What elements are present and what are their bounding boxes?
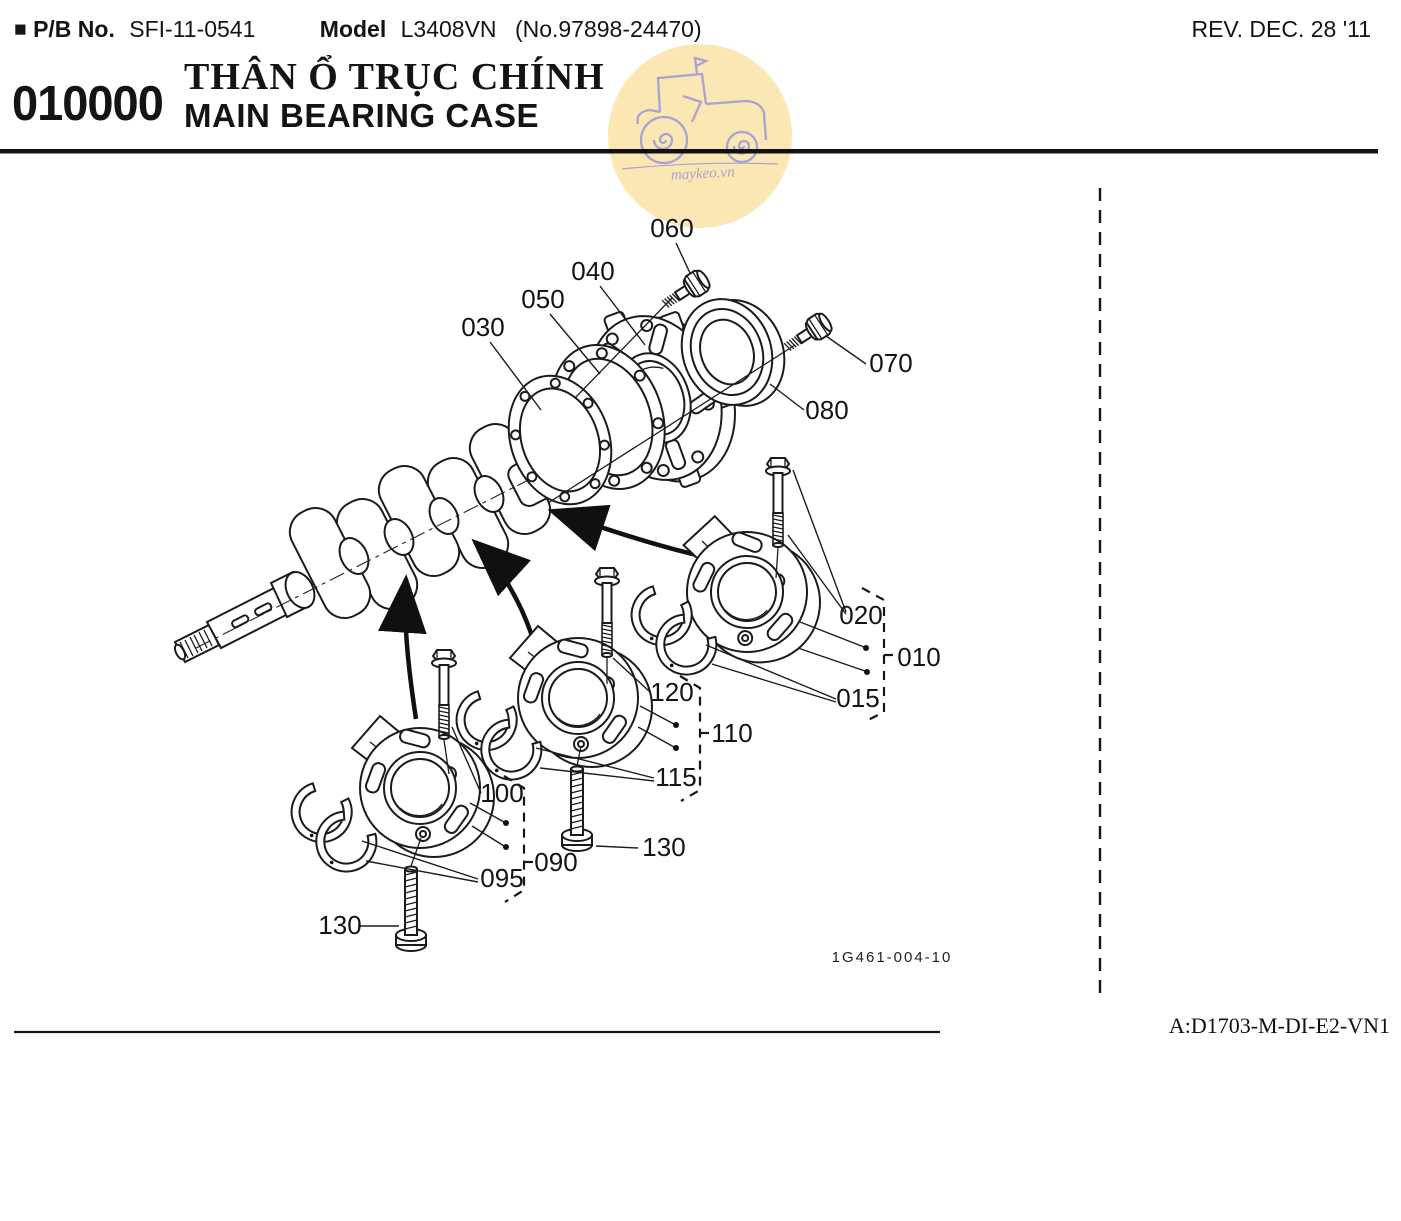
callout-060: 060 <box>650 213 693 243</box>
pb-label: P/B No. <box>33 16 115 42</box>
callout-020: 020 <box>839 600 882 630</box>
model-label: Model <box>319 16 387 42</box>
bearing-case-1 <box>671 512 830 670</box>
bolt-070 <box>779 309 836 359</box>
callout-070: 070 <box>869 348 912 378</box>
square-bullet-icon: ■ <box>14 18 27 41</box>
header-rule <box>0 149 1378 154</box>
bolt-100 <box>431 649 457 740</box>
group-bracket-110 <box>679 675 702 802</box>
assembly-arrows <box>378 504 698 720</box>
callout-050: 050 <box>521 284 564 314</box>
callout-080: 080 <box>805 395 848 425</box>
section-code: 010000 <box>12 75 164 131</box>
callout-115: 115 <box>655 762 696 792</box>
variant-code: A:D1703-M-DI-E2-VN1 <box>1169 1013 1390 1038</box>
bolt-060-axis-line <box>574 297 673 399</box>
revision-date: REV. DEC. 28 '11 <box>1191 16 1371 42</box>
callout-110: 110 <box>711 718 752 748</box>
callout-130-right: 130 <box>642 832 685 862</box>
callout-100: 100 <box>480 778 523 808</box>
callout-015: 015 <box>836 683 879 713</box>
leader-lines <box>358 242 870 927</box>
model-value: L3408VN <box>400 16 497 42</box>
callout-010: 010 <box>897 642 940 672</box>
callout-090: 090 <box>534 847 577 877</box>
watermark-circle <box>608 44 792 228</box>
callout-030: 030 <box>461 312 504 342</box>
oil-seal-080 <box>680 298 786 407</box>
callout-130-left: 130 <box>318 910 361 940</box>
callout-040: 040 <box>571 256 614 286</box>
callout-120: 120 <box>650 677 693 707</box>
title-vietnamese: THÂN Ổ TRỤC CHÍNH <box>184 56 605 98</box>
group-bracket-090 <box>503 775 526 903</box>
header-info-row: ■ P/B No. SFI-11-0541 Model L3408VN (No.… <box>14 16 702 43</box>
bolt-070-axis-line <box>547 344 796 504</box>
pb-number: SFI-11-0541 <box>129 16 256 42</box>
callout-095: 095 <box>480 863 523 893</box>
bearing-case-2 <box>509 625 653 768</box>
page-title: THÂN Ổ TRỤC CHÍNH MAIN BEARING CASE <box>184 58 605 132</box>
bolt-130-right <box>561 765 593 852</box>
title-english: MAIN BEARING CASE <box>184 97 540 134</box>
bolt-020 <box>765 457 791 548</box>
serial-number: (No.97898-24470) <box>514 16 702 42</box>
crankshaft-drawing <box>173 423 577 664</box>
gasket-030 <box>507 374 613 506</box>
drawing-number: 1G461-004-10 <box>832 949 953 966</box>
watermark: maykeo.vn <box>608 44 792 228</box>
watermark-text: maykeo.vn <box>671 164 735 183</box>
bolt-130-left <box>395 865 427 952</box>
